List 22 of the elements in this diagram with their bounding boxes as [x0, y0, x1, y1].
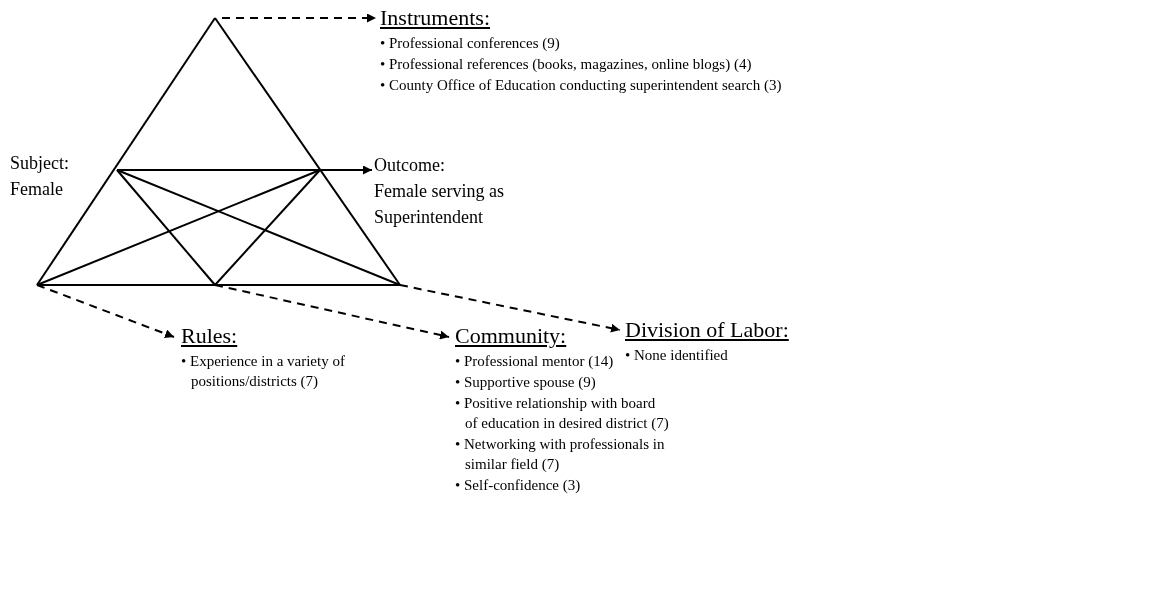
bullet-item: • Self-confidence (3) — [455, 476, 581, 495]
bullet-item: • Professional mentor (14) — [455, 352, 614, 371]
category-heading: Instruments: — [380, 4, 490, 32]
node-label: Female serving as Superintendent — [374, 180, 505, 229]
node-label: Outcome: — [374, 154, 446, 177]
bullet-item: • Experience in a variety of positions/districts (7) — [181, 352, 346, 391]
bullet-item: • Professional references (books, magazines, online blogs) (4) — [380, 55, 752, 74]
bullet-item: • Networking with professionals in similar field (7) — [455, 435, 666, 474]
arrow — [221, 13, 377, 23]
category-heading: Rules: — [181, 322, 238, 350]
bullet-item: • None identified — [625, 346, 728, 365]
arrow — [36, 284, 175, 338]
arrow — [399, 284, 621, 333]
bullet-item: • Professional conferences (9) — [380, 34, 560, 53]
node-label: Female — [10, 178, 64, 201]
bullet-item: • Supportive spouse (9) — [455, 373, 596, 392]
category-heading: Community: — [455, 322, 567, 350]
category-heading: Division of Labor: — [625, 316, 789, 344]
node-label: Subject: — [10, 152, 70, 175]
bullet-item: • County Office of Education conducting superintendent search (3) — [380, 76, 782, 95]
arrow — [214, 284, 450, 340]
bullet-item: • Positive relationship with board of education in desired district (7) — [455, 394, 670, 433]
